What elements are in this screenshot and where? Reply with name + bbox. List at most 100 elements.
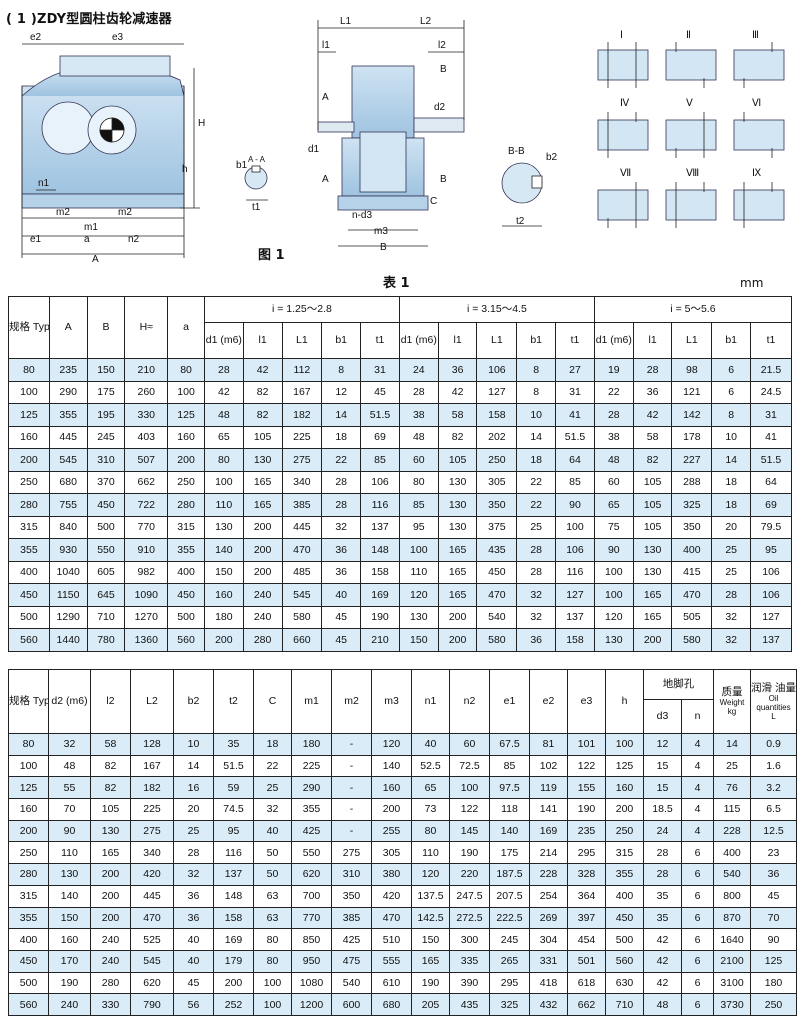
table-cell: 22 [593, 380, 634, 404]
table-cell: 101 [567, 733, 606, 756]
table-cell: 470 [281, 538, 323, 562]
table-cell: 80 [253, 949, 292, 973]
table-cell: 275 [331, 841, 372, 865]
table-cell: 190 [449, 841, 490, 865]
table-cell: 14 [321, 403, 362, 427]
table-cell: 280 [90, 971, 131, 995]
table-cell: 80 [411, 819, 450, 843]
table-cell: 65 [203, 425, 244, 449]
table-cell: 80 [203, 448, 244, 472]
table-cell: 59 [213, 776, 254, 800]
table-cell: 6 [711, 380, 752, 404]
table-cell: 120 [371, 733, 412, 756]
table-cell: 240 [48, 993, 91, 1016]
table-cell: 169 [213, 928, 254, 951]
table-cell: 364 [567, 884, 606, 908]
table-cell: 6 [681, 949, 714, 973]
table-cell: 250 [750, 993, 797, 1016]
table-cell: 445 [48, 425, 88, 449]
oil-zh: 润滑 油量 [751, 681, 796, 694]
dim-m3: m3 [374, 226, 388, 237]
dim-e1: e1 [30, 234, 42, 245]
table-cell: 4 [681, 776, 714, 800]
table-cell: 74.5 [213, 798, 254, 821]
table-cell: 148 [360, 538, 400, 562]
table-cell: 64 [750, 470, 792, 494]
table-cell: 1360 [124, 628, 169, 652]
table-cell: 150 [411, 928, 450, 951]
table-cell: - [331, 776, 372, 800]
table-cell: 355 [48, 403, 88, 427]
table-cell: 106 [750, 560, 792, 584]
table-cell: 35 [213, 733, 254, 756]
table-cell: 28 [632, 358, 673, 382]
table-cell: 275 [281, 448, 323, 472]
table-cell: 200 [242, 515, 283, 539]
dim-B: B [380, 242, 387, 253]
table-cell: 3.2 [750, 776, 797, 800]
table-cell: 116 [213, 841, 254, 865]
table-cell: 25 [711, 560, 752, 584]
table-cell: 95 [398, 515, 439, 539]
table-cell: 32 [253, 798, 292, 821]
table-cell: 390 [449, 971, 490, 995]
table-cell: 8 [516, 380, 557, 404]
table-cell: 290 [291, 776, 332, 800]
table-cell: 32 [711, 628, 752, 652]
table-cell: 58 [90, 733, 131, 756]
header2-foot-holes: 地脚孔 [643, 669, 714, 700]
table-cell: 100 [449, 776, 490, 800]
table-cell: 120 [411, 863, 450, 886]
subheader-cell: L1 [671, 322, 713, 359]
table-cell: 228 [713, 819, 751, 843]
table-cell: 45 [321, 605, 362, 629]
table-cell: 80 [167, 358, 205, 382]
table-cell: 40 [173, 928, 214, 951]
table-cell: 24 [398, 358, 439, 382]
dimension-table-2: 规格 Type d2 (m6) l2 L2 b2 t2 C m1 m2 m3 n… [8, 669, 797, 1016]
table-cell: 454 [567, 928, 606, 951]
table-cell: 14 [713, 733, 751, 756]
table-cell: 40 [411, 733, 450, 756]
assembly-9: Ⅸ [752, 168, 761, 179]
table-cell: 200 [632, 628, 673, 652]
page-title: ( 1 )ZDY型圆柱齿轮减速器 [6, 12, 172, 27]
dimension-drawings: e2 e3 H h n1 m2 m2 m1 e1 a n2 A b1 A - A… [21, 16, 785, 265]
table-cell: 1040 [48, 560, 88, 584]
table-cell: 4 [681, 819, 714, 843]
header2-b2: b2 [173, 669, 214, 734]
table-cell: 190 [411, 971, 450, 995]
table-cell: 102 [529, 754, 568, 778]
table-cell: 200 [437, 628, 478, 652]
table-cell: 158 [360, 560, 400, 584]
mass-zh: 质量 [721, 686, 743, 698]
table-cell: 28 [173, 841, 214, 865]
table-cell: 100 [593, 560, 634, 584]
table-cell: 140 [203, 538, 244, 562]
table-cell: 10 [516, 403, 557, 427]
table-cell: 350 [476, 493, 518, 517]
header2-oil: 润滑 油量 Oil quantities L [750, 669, 797, 734]
table-cell: 240 [242, 583, 283, 607]
table-cell: 100 [203, 470, 244, 494]
table-cell: 275 [130, 819, 174, 843]
table-cell: 300 [449, 928, 490, 951]
table-cell: 80 [8, 733, 49, 756]
table-cell: 125 [8, 776, 49, 800]
table-cell: 130 [437, 515, 478, 539]
table-cell: 295 [489, 971, 530, 995]
header2-e3: e3 [567, 669, 606, 734]
table-cell: 432 [529, 993, 568, 1016]
table-cell: 32 [321, 515, 362, 539]
subheader-cell: b1 [516, 322, 557, 359]
table-cell: 36 [632, 380, 673, 404]
table-cell: 280 [167, 493, 205, 517]
table-cell: 51.5 [213, 754, 254, 778]
table-cell: 305 [476, 470, 518, 494]
header2-mass: 质量 Weight kg [713, 669, 751, 734]
